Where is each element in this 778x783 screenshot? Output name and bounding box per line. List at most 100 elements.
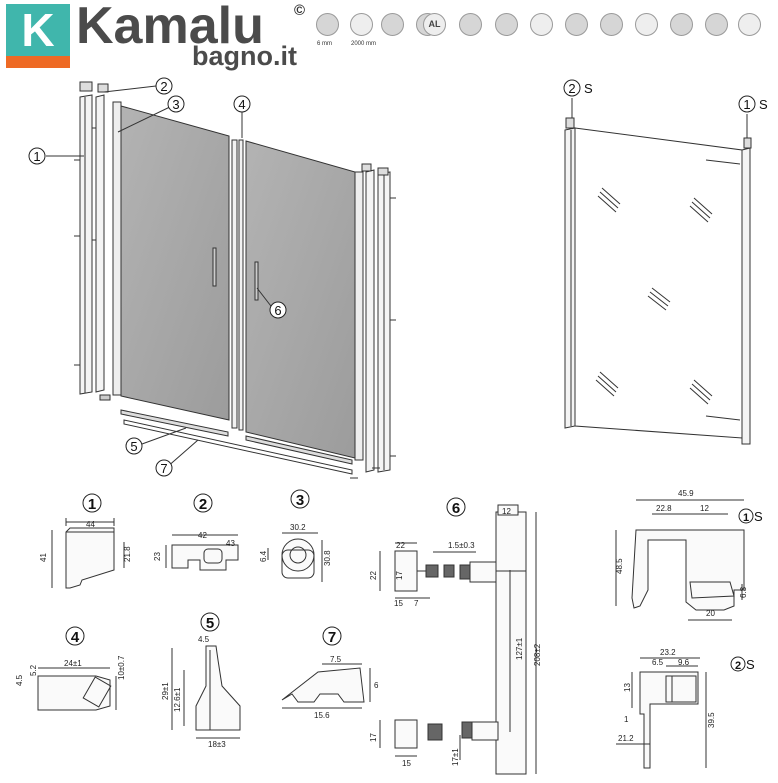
dim-7-a: 7.5 [330,655,342,664]
dim-p2-c: 13 [623,683,632,692]
dim-7-b: 6 [374,681,379,690]
dim-6-d: 22 [369,571,378,580]
callout-1: 1 [33,149,40,164]
detail-2-number: 2 [199,496,207,513]
dim-p2-e: 39.5 [707,712,716,728]
height-icon [350,13,373,36]
detail-profile-2 [165,534,239,571]
side-callout-2-suffix: S [584,81,593,96]
dim-1-depth: 21.8 [123,546,132,562]
callout-6: 6 [274,303,281,318]
dim-p1-d: 20 [706,609,715,618]
glass-thickness-icon [316,13,339,36]
glass-thickness-label: 6 mm [317,41,332,47]
magnetic-closure-icon [565,13,588,36]
logo-letter: K [21,4,55,56]
detail-profile-3 [267,532,323,582]
center-magnetic-seal [231,139,244,431]
dim-6-i: 208±2 [533,643,542,666]
easy-clean-icon [459,13,482,36]
dim-p1-height: 48.5 [615,558,624,574]
side-callout-1-suffix: S [759,97,768,112]
dim-2-a: 43 [226,539,235,548]
brand-name: Kamalu [76,0,264,55]
tempered-glass-icon [670,13,693,36]
wall-profile-right [350,163,396,479]
dim-7-c: 15.6 [314,711,330,720]
dim-6-c: 12 [502,507,511,516]
dim-p2-a: 6.5 [652,658,664,667]
anticalc-icon [705,13,728,36]
dim-3-height: 30.8 [323,550,332,566]
dim-1-height: 41 [39,553,48,562]
wall-profile-icon [635,13,658,36]
callout-7: 7 [160,461,167,476]
dim-4-a: 4.5 [15,674,24,686]
dim-2-height: 23 [153,552,162,561]
detail-4-number: 4 [71,629,80,646]
dim-p1-width: 45.9 [678,489,694,498]
dim-4-height: 10±0.7 [117,655,126,680]
dim-6-a: 22 [396,541,405,550]
dim-p2-d: 1 [624,715,629,724]
dim-p2-b: 9.6 [678,658,690,667]
dim-5-a: 4.5 [198,635,210,644]
detail-profile-1s [615,499,745,621]
dim-p2-width: 23.2 [660,648,676,657]
detail-profile-5 [171,645,241,739]
detail-3-number: 3 [296,492,304,509]
detail-profile-4 [37,667,117,711]
dim-6-e: 17 [395,571,404,580]
dim-p2-f: 21.2 [618,734,634,743]
dim-6-g: 7 [414,599,419,608]
hinge-icon [530,13,553,36]
callout-3: 3 [172,97,179,112]
dim-4-b: 5.2 [29,664,38,676]
callout-2: 2 [160,79,167,94]
dim-6-j: 17 [369,733,378,742]
dim-3-width: 30.2 [290,523,306,532]
water-drop-icon [738,13,761,36]
detail-profile-7 [281,663,371,709]
side-callout-1: 1 [743,97,750,112]
right-door-panel [245,140,364,461]
detail-1-number: 1 [88,496,96,513]
copyright-mark: © [294,2,306,19]
dim-p1-b: 12 [700,504,709,513]
dim-5-width: 18±3 [208,740,226,749]
dim-6-k: 15 [402,759,411,768]
dim-6-f: 15 [394,599,403,608]
reversible-icon [381,13,404,36]
wall-profile-left [74,81,109,395]
dim-6-l: 17±1 [451,748,460,766]
detail-profile-1 [51,518,125,589]
rotation-icon [495,13,518,36]
dim-3-a: 6.4 [259,550,268,562]
dim-p1-a: 22.8 [656,504,672,513]
side-view-panel [564,98,752,445]
detail-7-number: 7 [328,629,336,646]
detail-6-number: 6 [452,500,460,517]
detail-handle-6 [379,504,537,775]
bottom-seals [99,394,353,475]
dim-1-width: 44 [86,520,95,529]
brand-domain: bagno.it [192,41,297,71]
profile-1s-suffix: S [754,509,763,524]
detail-5-number: 5 [206,615,214,632]
profile-2s-suffix: S [746,657,755,672]
dim-6-b: 1.5±0.3 [448,541,475,550]
dim-p1-c: 6.3 [739,586,748,598]
dim-4-width: 24±1 [64,659,82,668]
dim-5-b: 29±1 [161,682,170,700]
logo-accent-bar [6,56,70,68]
aluminium-icon: AL [423,13,446,36]
profile-1s-number: 1 [743,512,749,524]
height-label: 2000 mm [351,41,377,47]
detail-profile-2s [616,657,707,769]
profile-2s-number: 2 [735,660,741,672]
callout-5: 5 [130,439,137,454]
left-door-panel [112,101,230,421]
adjustable-icon [600,13,623,36]
dim-2-width: 42 [198,531,207,540]
